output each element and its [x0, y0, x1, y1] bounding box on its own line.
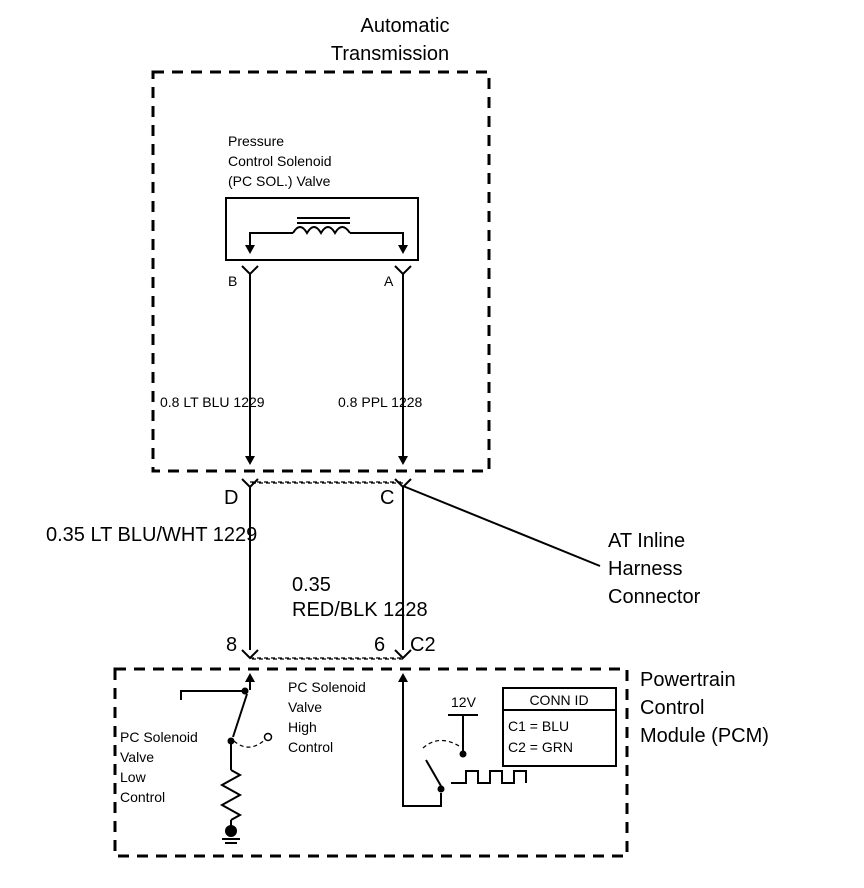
upper-wires: 0.8 LT BLU 1229 0.8 PPL 1228 — [160, 274, 423, 465]
solenoid-label-line3: (PC SOL.) Valve — [228, 173, 331, 189]
pin-8-label: 8 — [226, 634, 237, 656]
low-control-line4: Control — [120, 789, 165, 805]
wire-label-right-lower-line1: 0.35 — [292, 574, 331, 596]
pc-solenoid: Pressure Control Solenoid (PC SOL.) Valv… — [225, 133, 419, 289]
high-control-line4: Control — [288, 739, 333, 755]
pcm-connector: 8 6 C2 — [226, 634, 436, 660]
pcm-connector-id-label: C2 — [410, 634, 436, 656]
low-control-link-wire — [180, 690, 245, 700]
switch-contact-upper — [459, 750, 467, 758]
high-control-line1: PC Solenoid — [288, 679, 366, 695]
inline-harness-connector: D C AT Inline Harness Connector — [224, 478, 701, 608]
terminal-a-label: A — [384, 273, 394, 289]
conn-id-header: CONN ID — [529, 692, 588, 708]
wire-label-right-lower-line2: RED/BLK 1228 — [292, 599, 428, 621]
solenoid-internal-wire-right — [350, 232, 404, 252]
terminal-c-label: C — [380, 487, 394, 509]
pin-6-circuit-wire — [402, 676, 442, 807]
transmission-title-line2: Transmission — [331, 43, 449, 65]
high-control-line3: High — [288, 719, 317, 735]
low-control-line1: PC Solenoid — [120, 729, 198, 745]
pcm-enclosure: Powertrain Control Module (PCM) PC Solen… — [113, 667, 769, 858]
pcm-title-line2: Control — [640, 697, 704, 719]
arrow-down-icon — [245, 245, 255, 254]
high-control-line2: Valve — [288, 699, 322, 715]
solenoid-label-line2: Control Solenoid — [228, 153, 332, 169]
pcm-boundary — [113, 667, 629, 858]
switch-contact-bottom — [227, 737, 235, 745]
inline-connector-outline — [249, 481, 404, 484]
pwm-switch-arm — [425, 759, 442, 787]
transmission-boundary — [151, 70, 491, 473]
pin-6-fork-icon — [394, 649, 412, 660]
pcm-title-line3: Module (PCM) — [640, 725, 769, 747]
callout-line2: Harness — [608, 558, 682, 580]
solenoid-internal-wire-left — [249, 232, 293, 252]
switch-actuator-link — [233, 736, 269, 748]
arrow-down-icon — [398, 245, 408, 254]
arrow-down-icon — [398, 456, 408, 465]
switch-actuator-node — [263, 732, 273, 742]
transmission-enclosure: Automatic Transmission — [151, 15, 491, 473]
solenoid-coil-icon — [292, 226, 351, 235]
conn-id-row1: C1 = BLU — [508, 718, 569, 734]
wire-label-right-upper: 0.8 PPL 1228 — [338, 394, 423, 410]
pcm-title-line1: Powertrain — [640, 669, 736, 691]
switch-contact-lower — [437, 785, 445, 793]
resistor-icon — [219, 769, 243, 821]
pin-8-fork-icon — [241, 649, 259, 660]
low-control-line2: Valve — [120, 749, 154, 765]
ground-node — [225, 825, 237, 837]
callout-line1: AT Inline — [608, 530, 685, 552]
pcm-connector-outline — [249, 657, 404, 660]
wire-label-left-lower: 0.35 LT BLU/WHT 1229 — [46, 524, 257, 546]
transmission-title-line1: Automatic — [361, 15, 450, 37]
solenoid-label-line1: Pressure — [228, 133, 284, 149]
switch-actuator-link — [422, 739, 460, 749]
terminal-d-label: D — [224, 487, 238, 509]
low-control-line3: Low — [120, 769, 147, 785]
pin-6-label: 6 — [374, 634, 385, 656]
wire-label-left-upper: 0.8 LT BLU 1229 — [160, 394, 265, 410]
callout-leader-line — [402, 485, 601, 567]
terminal-a-fork-icon — [394, 265, 412, 276]
solenoid-body — [225, 197, 419, 261]
pwm-signal-icon — [451, 770, 527, 784]
conn-id-row2: C2 = GRN — [508, 739, 573, 755]
callout-line3: Connector — [608, 586, 701, 608]
switch-arm — [232, 693, 248, 738]
terminal-b-fork-icon — [241, 265, 259, 276]
terminal-b-label: B — [228, 273, 237, 289]
lower-wires: 0.35 LT BLU/WHT 1229 0.35 RED/BLK 1228 — [46, 487, 428, 650]
conn-id-table — [502, 687, 617, 767]
supply-voltage-label: 12V — [451, 694, 477, 710]
arrow-down-icon — [245, 456, 255, 465]
